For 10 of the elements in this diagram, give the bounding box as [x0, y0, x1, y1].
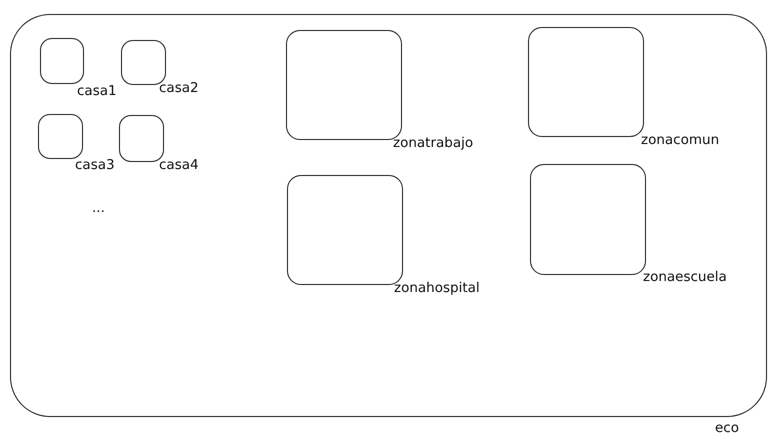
node-label: casa3: [75, 157, 115, 173]
ellipsis-text: ...: [92, 200, 105, 216]
node-label: casa2: [159, 80, 199, 96]
node-label: zonatrabajo: [393, 135, 474, 151]
node-label: eco: [715, 420, 739, 433]
node-label: casa1: [77, 83, 117, 99]
node-label: zonahospital: [394, 280, 480, 296]
node-label: zonacomun: [641, 132, 720, 148]
node-label: casa4: [159, 157, 199, 173]
node-label: zonaescuela: [643, 269, 727, 285]
